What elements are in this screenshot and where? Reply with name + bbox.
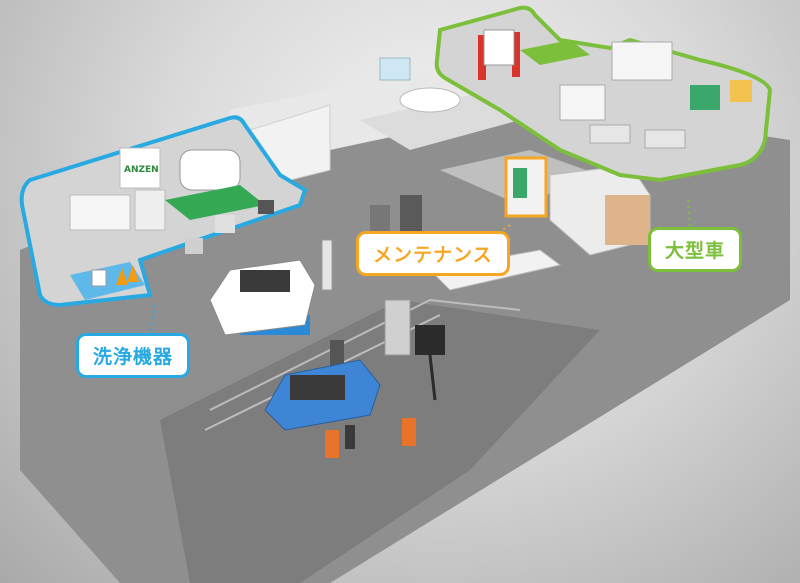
green-rail xyxy=(520,40,590,65)
blue-pad xyxy=(70,262,145,300)
jack-stand xyxy=(402,418,416,446)
equipment-box xyxy=(185,238,203,254)
wash-car xyxy=(179,149,241,191)
equipment-table xyxy=(644,129,686,149)
lift-car-roof xyxy=(240,270,290,292)
equipment-table xyxy=(589,124,631,144)
equipment-box xyxy=(215,215,235,233)
monitor-pole xyxy=(428,354,437,401)
yellow-machine xyxy=(730,80,752,102)
washer-unit xyxy=(134,189,166,231)
showroom-car xyxy=(399,87,461,113)
truck-lift-post xyxy=(512,32,520,77)
washer-unit xyxy=(69,194,131,231)
showroom-stage xyxy=(360,95,520,150)
truck-lift-post xyxy=(478,35,486,80)
blue-car-roof xyxy=(290,375,345,400)
showroom-window xyxy=(379,57,411,81)
jack-stand xyxy=(345,425,355,449)
jack-stand xyxy=(325,430,339,458)
equipment-rack xyxy=(400,195,422,235)
white-truck xyxy=(611,41,673,81)
maintenance-wood-wall xyxy=(605,195,650,245)
heavy-vehicle-zone-label[interactable]: 大型車 xyxy=(648,227,743,272)
washing-leader-line xyxy=(149,304,156,336)
traffic-cone xyxy=(116,268,128,285)
maintenance-zone-label[interactable]: メンテナンス xyxy=(356,231,510,276)
green-machine xyxy=(690,85,720,110)
floor-scrubber xyxy=(91,269,107,287)
green-mat xyxy=(165,185,265,220)
traffic-cone xyxy=(127,265,139,282)
monitor-stand xyxy=(415,325,445,355)
diagnostic-stand xyxy=(321,239,333,291)
maintenance-display xyxy=(513,168,527,198)
display-cabinet xyxy=(384,299,411,356)
floor-lane-line xyxy=(209,298,521,411)
washing-zone-label[interactable]: 洗浄機器 xyxy=(76,333,191,378)
floor-lower-zone xyxy=(160,300,600,583)
anzen-sign-text: ANZEN xyxy=(124,165,159,175)
equipment-box xyxy=(258,200,274,214)
anzen-sign xyxy=(119,147,161,189)
truck-on-lift xyxy=(483,29,515,66)
white-truck-cab xyxy=(559,84,606,121)
